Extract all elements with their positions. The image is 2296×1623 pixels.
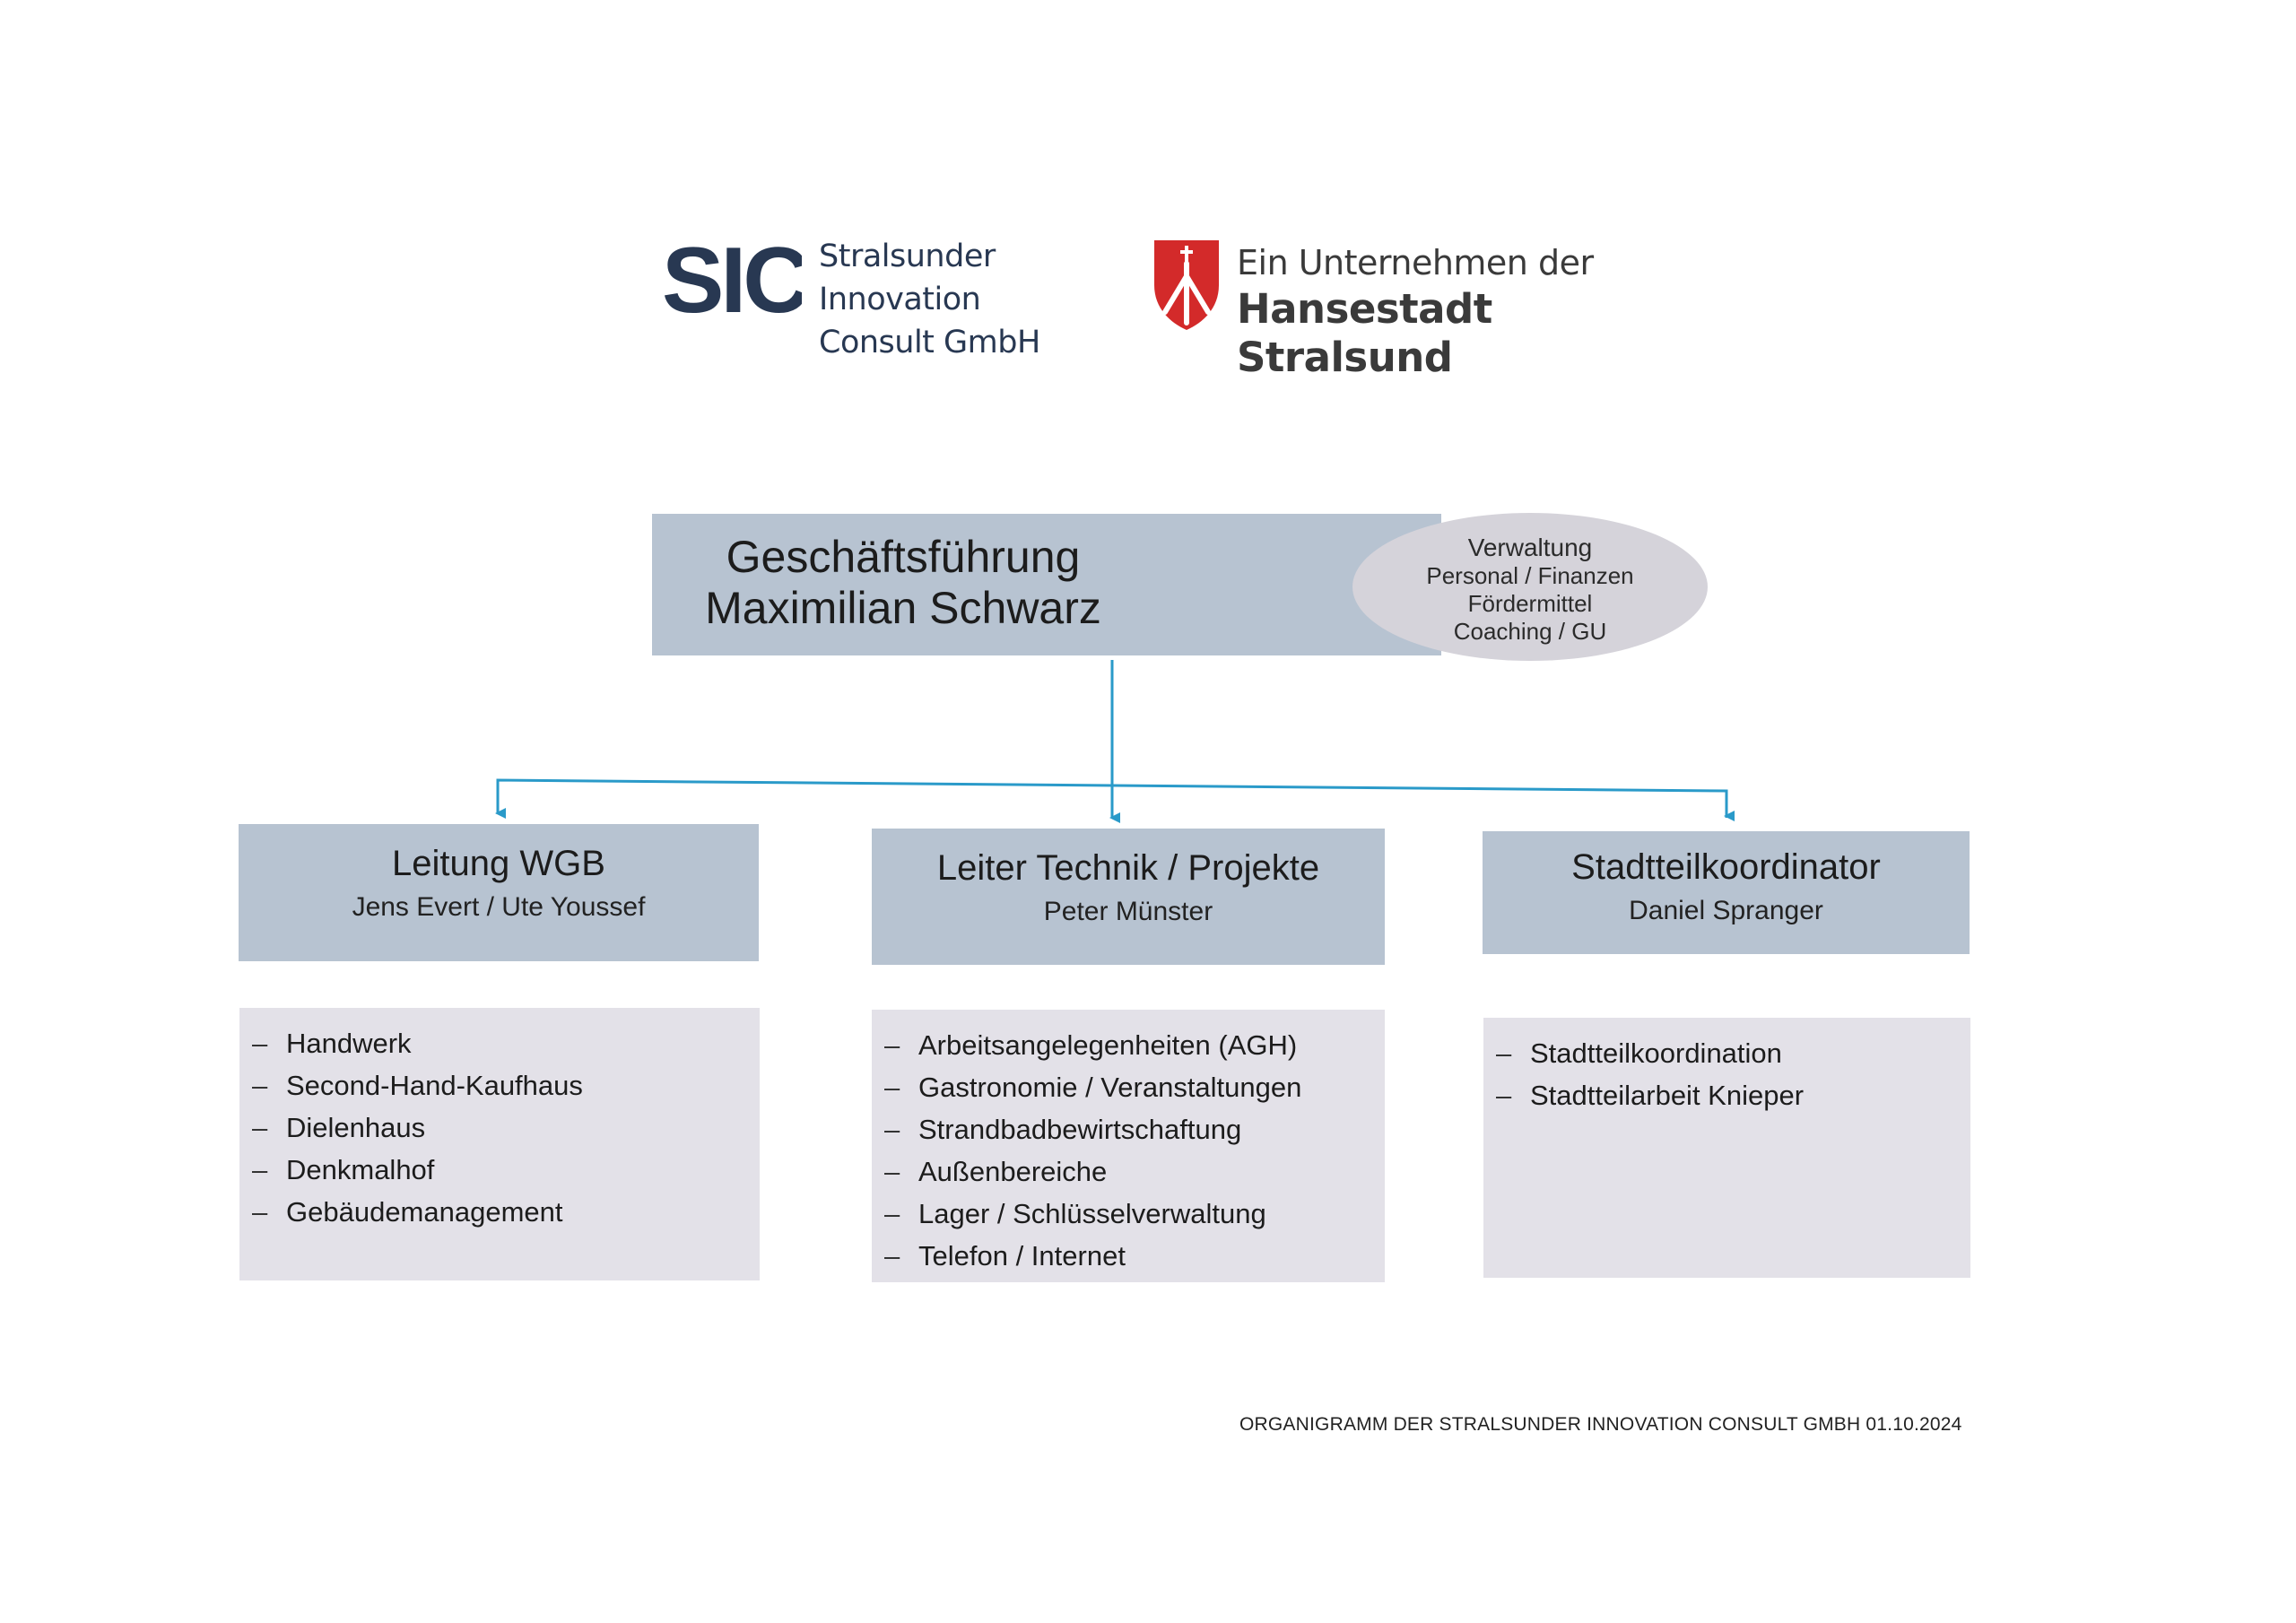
shield-icon: [1154, 240, 1219, 330]
list-item-label: Stadtteilarbeit Knieper: [1530, 1080, 1805, 1111]
task-list-technik: –Arbeitsangelegenheiten (AGH) –Gastronom…: [872, 1010, 1385, 1282]
list-item-label: Second-Hand-Kaufhaus: [286, 1070, 583, 1101]
task-list-wgb: –Handwerk –Second-Hand-Kaufhaus –Dielenh…: [239, 1008, 760, 1280]
sic-mark-text: SIC: [662, 240, 802, 317]
administration-title: Verwaltung: [1467, 534, 1593, 561]
department-title: Leiter Technik / Projekte: [936, 848, 1320, 888]
department-head-technik: Leiter Technik / Projekte Peter Münster: [872, 829, 1385, 965]
management-box: Geschäftsführung Maximilian Schwarz: [652, 514, 1441, 655]
list-item-label: Gastronomie / Veranstaltungen: [918, 1072, 1302, 1103]
list-item: –Stadtteilarbeit Knieper: [1496, 1080, 1805, 1111]
list-item: –Handwerk: [252, 1028, 412, 1059]
hansestadt-line2: Hansestadt Stralsund: [1237, 285, 1492, 381]
management-title: Geschäftsführung: [726, 532, 1081, 582]
list-item: –Dielenhaus: [252, 1112, 426, 1143]
department-person: Peter Münster: [1043, 897, 1213, 926]
list-item: –Telefon / Internet: [884, 1240, 1126, 1271]
management-label: Geschäftsführung Maximilian Schwarz: [441, 532, 1365, 634]
department-person: Jens Evert / Ute Youssef: [352, 892, 646, 922]
sic-logo-mark: SIC: [662, 240, 802, 317]
administration-item: Coaching / GU: [1453, 618, 1607, 645]
department-person: Daniel Spranger: [1629, 896, 1823, 925]
list-item-label: Lager / Schlüsselverwaltung: [918, 1198, 1266, 1229]
hansestadt-line1: Ein Unternehmen der: [1237, 243, 1594, 282]
department-title: Stadtteilkoordinator: [1571, 847, 1881, 887]
administration-ellipse: Verwaltung Personal / Finanzen Fördermit…: [1352, 513, 1708, 661]
list-item-label: Denkmalhof: [286, 1154, 435, 1185]
list-item-label: Strandbadbewirtschaftung: [918, 1114, 1242, 1145]
sic-company-name: Stralsunder Innovation Consult GmbH: [819, 235, 1128, 364]
department-head-stadtteil: Stadtteilkoordinator Daniel Spranger: [1483, 831, 1970, 954]
list-item-label: Arbeitsangelegenheiten (AGH): [918, 1029, 1298, 1061]
list-item: –Außenbereiche: [884, 1156, 1108, 1187]
list-item: –Stadtteilkoordination: [1496, 1037, 1782, 1069]
hansestadt-logo: Ein Unternehmen der Hansestadt Stralsund: [1151, 235, 1689, 381]
list-item-label: Dielenhaus: [286, 1112, 426, 1143]
list-item-label: Telefon / Internet: [918, 1240, 1126, 1271]
sic-logo: SIC Stralsunder Innovation Consult GmbH: [662, 235, 1128, 360]
list-item: –Arbeitsangelegenheiten (AGH): [884, 1029, 1298, 1061]
list-item: –Strandbadbewirtschaftung: [884, 1114, 1242, 1145]
administration-item: Personal / Finanzen: [1426, 562, 1634, 589]
list-item: –Lager / Schlüsselverwaltung: [884, 1198, 1266, 1229]
sic-name-line1: Stralsunder Innovation: [819, 239, 996, 317]
list-item: –Gastronomie / Veranstaltungen: [884, 1072, 1302, 1103]
hansestadt-name: Ein Unternehmen der Hansestadt Stralsund: [1237, 240, 1689, 382]
list-item: –Gebäudemanagement: [252, 1196, 563, 1228]
department-title: Leitung WGB: [392, 844, 605, 883]
task-list-stadtteil: –Stadtteilkoordination –Stadtteilarbeit …: [1483, 1018, 1970, 1278]
list-item: –Second-Hand-Kaufhaus: [252, 1070, 583, 1101]
list-item: –Denkmalhof: [252, 1154, 435, 1185]
department-head-wgb: Leitung WGB Jens Evert / Ute Youssef: [239, 824, 759, 961]
list-item-label: Stadtteilkoordination: [1530, 1037, 1782, 1069]
list-item-label: Gebäudemanagement: [286, 1196, 563, 1228]
sic-name-line2: Consult GmbH: [819, 325, 1040, 360]
management-person: Maximilian Schwarz: [705, 583, 1101, 633]
list-item-label: Außenbereiche: [918, 1156, 1108, 1187]
list-item-label: Handwerk: [286, 1028, 412, 1059]
footer-caption: ORGANIGRAMM DER STRALSUNDER INNOVATION C…: [1239, 1414, 1962, 1435]
administration-item: Fördermittel: [1467, 590, 1593, 617]
